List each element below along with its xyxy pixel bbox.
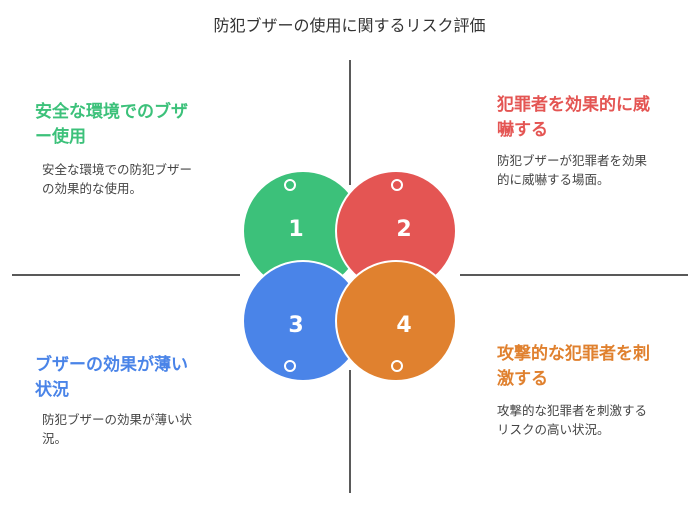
connector-3 — [284, 360, 296, 372]
number-3: 3 — [288, 313, 303, 338]
connector-4 — [391, 360, 403, 372]
quadrant-1-title: 安全な環境でのブザー使用 — [35, 102, 188, 147]
number-1: 1 — [288, 217, 303, 242]
diagram-title: 防犯ブザーの使用に関するリスク評価 — [213, 16, 486, 35]
quadrant-3-title: ブザーの効果が薄い状況 — [35, 355, 188, 400]
quadrant-2-description: 防犯ブザーが犯罪者を効果的に威嚇する場面。 — [497, 153, 648, 187]
quadrant-4-description: 攻撃的な犯罪者を刺激するリスクの高い状況。 — [497, 403, 648, 437]
connector-1 — [284, 179, 296, 191]
quadrant-2-title: 犯罪者を効果的に威嚇する — [497, 95, 650, 140]
number-2: 2 — [396, 217, 411, 242]
quadrant-1-description: 安全な環境での防犯ブザーの効果的な使用。 — [42, 162, 193, 196]
quadrant-4-title: 攻撃的な犯罪者を刺激する — [497, 344, 650, 389]
number-4: 4 — [396, 313, 411, 338]
quadrant-3-description: 防犯ブザーの効果が薄い状況。 — [42, 412, 193, 446]
connector-2 — [391, 179, 403, 191]
circle-4 — [335, 260, 457, 382]
